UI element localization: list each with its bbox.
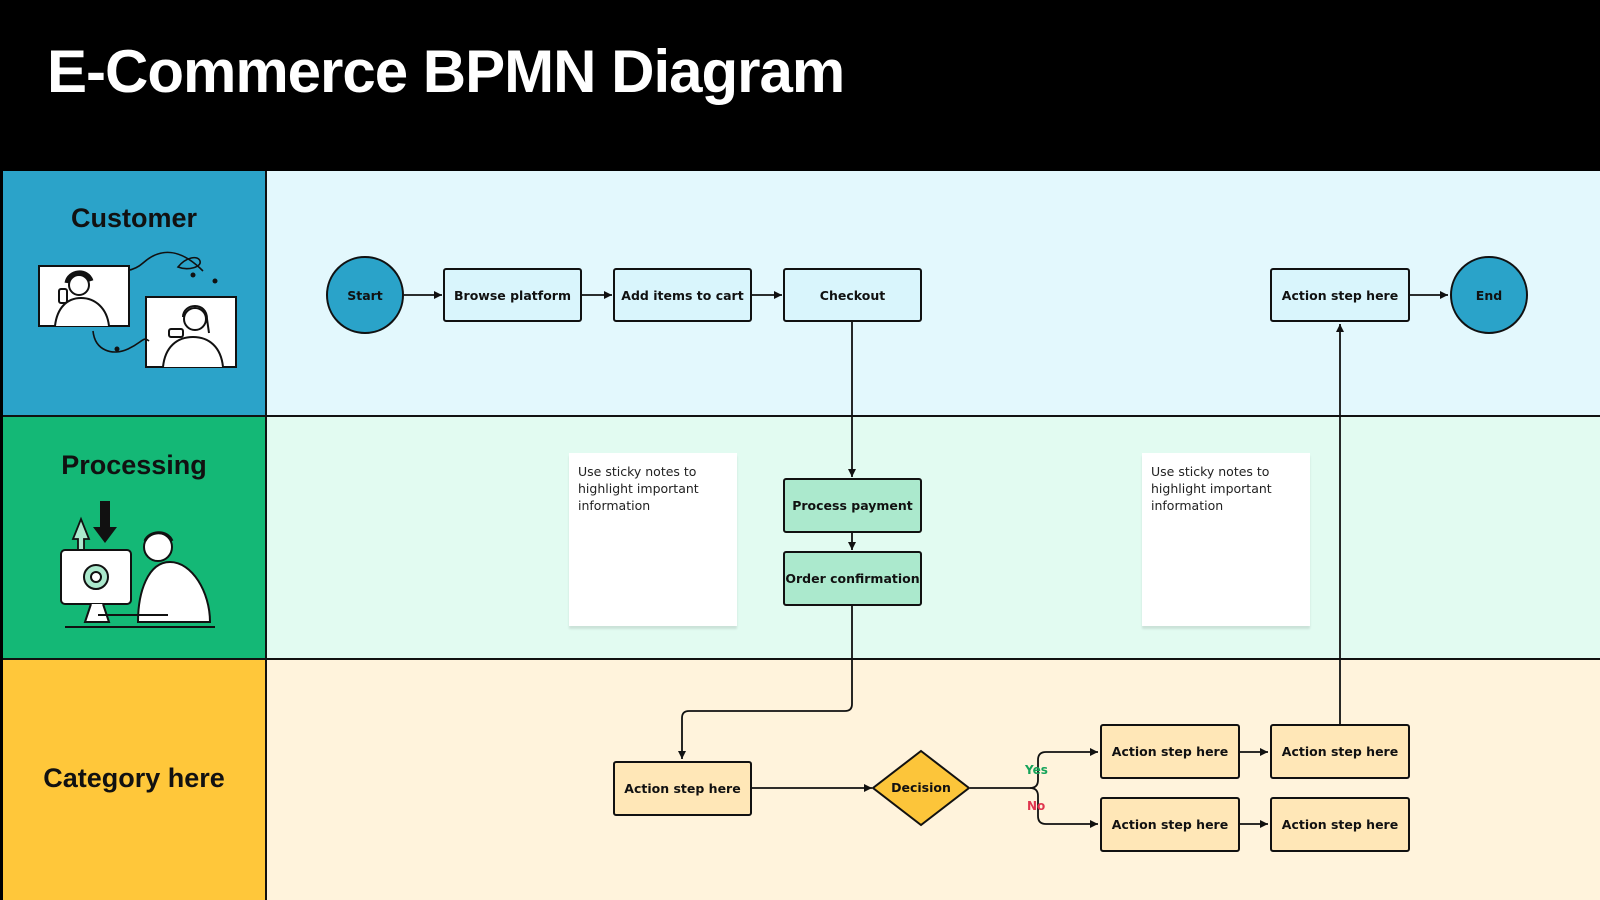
task-action-step[interactable]: Action step here bbox=[1270, 268, 1410, 322]
branch-label-no: No bbox=[1027, 799, 1046, 813]
task-action-step[interactable]: Action step here bbox=[1270, 797, 1410, 852]
person-at-computer-illustration bbox=[60, 501, 215, 628]
sticky-note[interactable]: Use sticky notes to highlight important … bbox=[569, 453, 737, 626]
task-order-confirmation[interactable]: Order confirmation bbox=[783, 551, 922, 606]
lane-title-processing: Processing bbox=[61, 450, 207, 480]
branch-label-yes: Yes bbox=[1025, 763, 1048, 777]
flow-arrow bbox=[1029, 787, 1098, 828]
flow-arrow bbox=[678, 606, 853, 759]
lane-processing bbox=[267, 417, 1600, 660]
lane-label-processing: Processing bbox=[3, 417, 267, 660]
decision-gateway[interactable] bbox=[871, 749, 971, 827]
people-on-phone-call-illustration bbox=[38, 251, 237, 368]
task-browse-platform[interactable]: Browse platform bbox=[443, 268, 582, 322]
sticky-note[interactable]: Use sticky notes to highlight important … bbox=[1142, 453, 1310, 626]
lane-label-customer: Customer bbox=[3, 171, 267, 417]
start-event[interactable]: Start bbox=[326, 256, 404, 334]
lane-label-category: Category here bbox=[3, 660, 267, 900]
task-add-items-to-cart[interactable]: Add items to cart bbox=[613, 268, 752, 322]
task-action-step[interactable]: Action step here bbox=[1270, 724, 1410, 779]
lane-title-category: Category here bbox=[43, 763, 225, 793]
lane-title-customer: Customer bbox=[70, 203, 198, 233]
task-action-step[interactable]: Action step here bbox=[613, 761, 752, 816]
page-title: E-Commerce BPMN Diagram bbox=[47, 38, 845, 105]
lane-divider bbox=[3, 658, 1600, 660]
task-action-step[interactable]: Action step here bbox=[1100, 797, 1240, 852]
task-action-step[interactable]: Action step here bbox=[1100, 724, 1240, 779]
end-event[interactable]: End bbox=[1450, 256, 1528, 334]
task-checkout[interactable]: Checkout bbox=[783, 268, 922, 322]
decision-label: Decision bbox=[891, 780, 951, 795]
lane-divider bbox=[3, 415, 1600, 417]
header-bar: E-Commerce BPMN Diagram bbox=[0, 0, 1600, 171]
task-process-payment[interactable]: Process payment bbox=[783, 478, 922, 533]
flow-arrow bbox=[1029, 748, 1098, 789]
